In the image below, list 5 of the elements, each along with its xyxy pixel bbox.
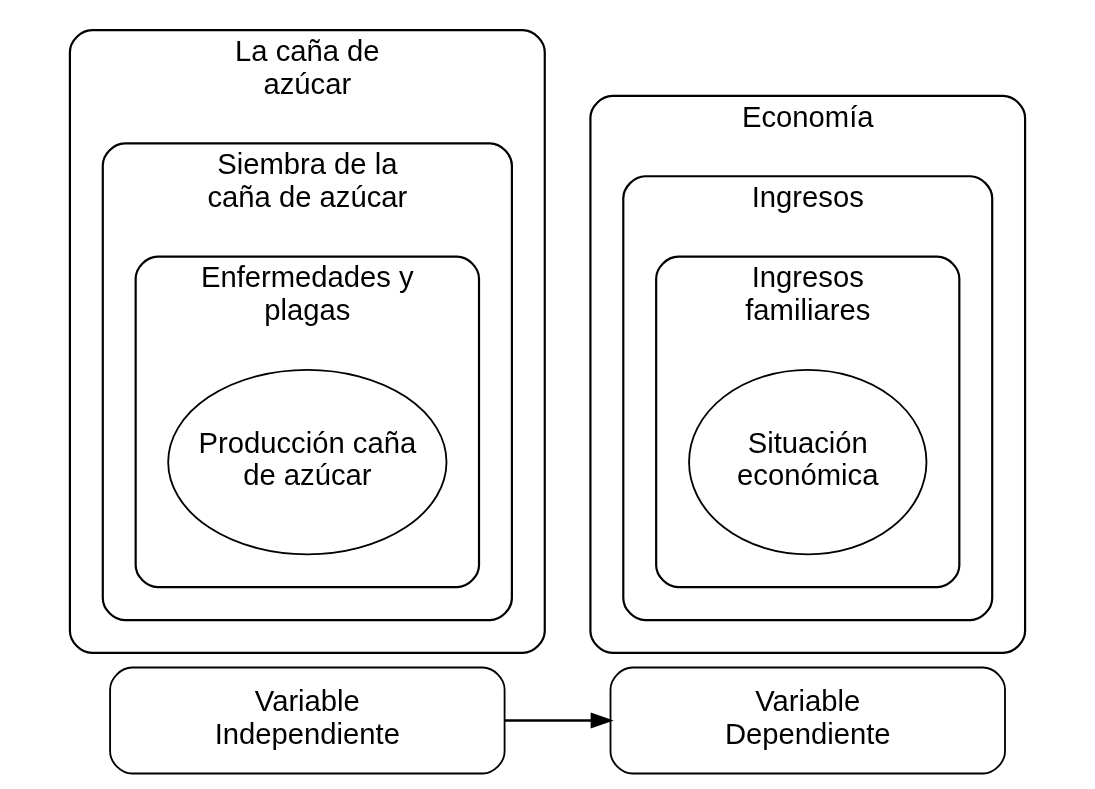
arrow bbox=[504, 712, 614, 729]
node-box: Variable Independiente bbox=[109, 666, 506, 775]
node-ellipse: Producción caña de azúcar bbox=[167, 368, 448, 556]
node-ellipse: Situación económica bbox=[688, 368, 928, 556]
node-box: Variable Dependiente bbox=[609, 666, 1006, 775]
